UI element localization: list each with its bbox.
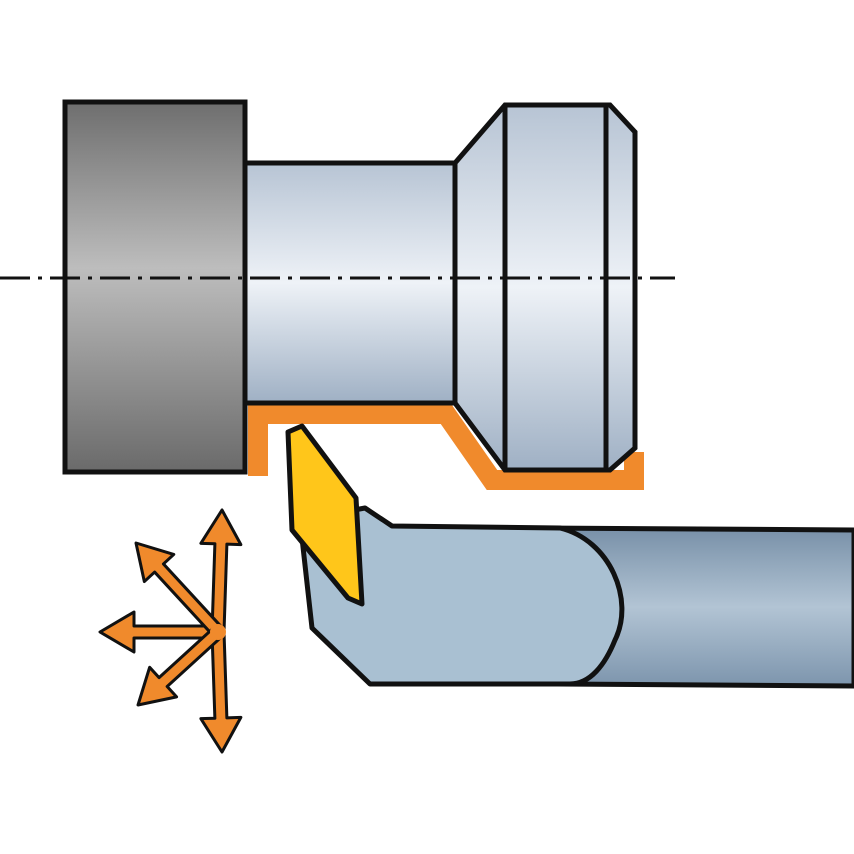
arrows-hub xyxy=(210,624,226,640)
chuck-block xyxy=(62,99,248,475)
workpiece-neck xyxy=(242,160,460,406)
machined-profile xyxy=(248,404,644,490)
feed-arrow xyxy=(136,626,224,707)
tool-head xyxy=(297,505,625,687)
cutting-insert xyxy=(285,423,365,607)
feed-arrow xyxy=(199,630,243,754)
feed-arrow xyxy=(134,541,224,638)
feed-direction-arrows-icon xyxy=(98,508,243,754)
workpiece-head xyxy=(452,102,638,473)
